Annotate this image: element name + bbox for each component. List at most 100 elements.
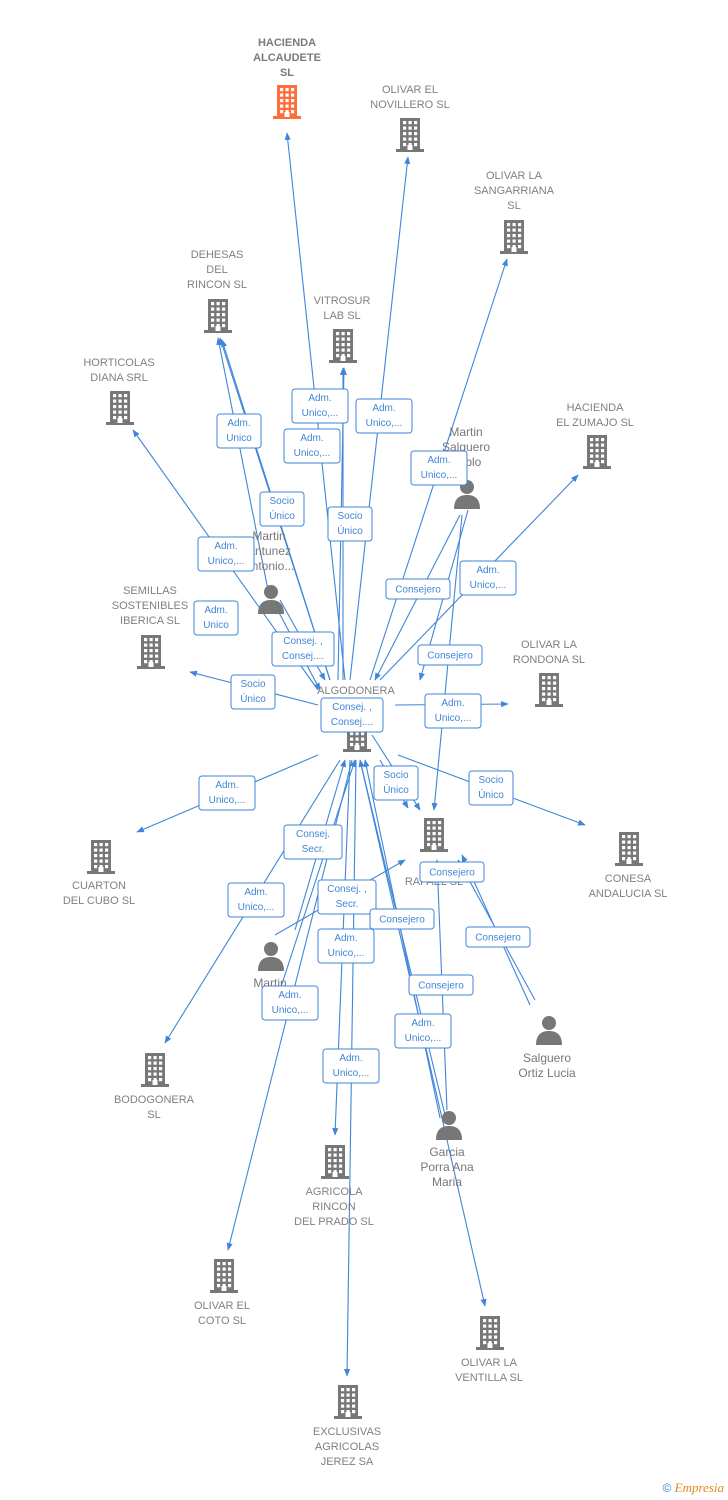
building-icon xyxy=(210,1259,238,1293)
relation-badge[interactable]: Consejero xyxy=(385,578,451,600)
building-icon xyxy=(334,1385,362,1419)
node-label-line: Martin xyxy=(449,425,482,439)
relation-badge[interactable]: Consej. ,Secr. xyxy=(317,879,377,915)
badge-box xyxy=(291,388,349,424)
badge-box xyxy=(283,428,341,464)
building-icon xyxy=(141,1053,169,1087)
building-icon xyxy=(420,818,448,852)
badge-box xyxy=(193,600,239,636)
relation-badge[interactable]: Adm.Unico,... xyxy=(291,388,349,424)
badge-text: Consej.... xyxy=(282,651,324,662)
node-label-line: HACIENDA xyxy=(567,402,625,414)
relation-badge[interactable]: Adm.Unico,... xyxy=(424,693,482,729)
node-label-line: DEL PRADO SL xyxy=(294,1216,374,1228)
node-label-line: VITROSUR xyxy=(314,295,371,307)
badge-box xyxy=(320,697,384,733)
relation-badge[interactable]: Adm.Unico,... xyxy=(459,560,517,596)
node-label-line: Porra Ana xyxy=(420,1160,474,1174)
relation-badge[interactable]: Consejero xyxy=(369,908,435,930)
relation-badge[interactable]: Adm.Unico xyxy=(216,413,262,449)
node-label-line: LAB SL xyxy=(323,310,360,322)
node-label-line: JEREZ SA xyxy=(321,1456,374,1468)
person-icon xyxy=(436,1111,462,1140)
relation-badge[interactable]: Adm.Unico,... xyxy=(355,398,413,434)
node-label-line: DIANA SRL xyxy=(90,372,147,384)
node-label-line: IBERICA SL xyxy=(120,615,180,627)
relation-badge[interactable]: Adm.Unico,... xyxy=(261,985,319,1021)
relation-badge[interactable]: Consejero xyxy=(417,644,483,666)
relation-badge[interactable]: Adm.Unico,... xyxy=(198,775,256,811)
badge-text: Unico,... xyxy=(209,795,246,806)
node-label-line: CONESA xyxy=(605,873,652,885)
relation-badge[interactable]: Consejero xyxy=(465,926,531,948)
node-martin-antunez[interactable]: MartinAntunezAntonio... xyxy=(244,529,295,614)
relation-badge[interactable]: Adm.Unico xyxy=(193,600,239,636)
badge-box xyxy=(327,506,373,542)
building-icon xyxy=(476,1316,504,1350)
badge-text: Socio xyxy=(269,496,294,507)
relation-badge[interactable]: Consej. ,Consej.... xyxy=(320,697,384,733)
badge-box xyxy=(261,985,319,1021)
relation-edge xyxy=(363,759,441,1119)
relation-badge[interactable]: Adm.Unico,... xyxy=(227,882,285,918)
relation-badge[interactable]: Adm.Unico,... xyxy=(394,1013,452,1049)
relation-badge[interactable]: Consejero xyxy=(408,974,474,996)
relation-badge[interactable]: Adm.Unico,... xyxy=(283,428,341,464)
node-hacienda-zumajo[interactable]: HACIENDA EL ZUMAJO SL xyxy=(556,402,634,469)
node-label-line: SL xyxy=(507,200,520,212)
badge-text: Unico,... xyxy=(405,1033,442,1044)
node-label-line: Antunez xyxy=(247,544,291,558)
badge-box xyxy=(373,765,419,801)
footer-credit[interactable]: © Empresia xyxy=(662,1480,724,1496)
badge-text: Socio xyxy=(383,770,408,781)
relation-badge[interactable]: Adm.Unico,... xyxy=(410,450,468,486)
node-label-line: DEL xyxy=(206,264,227,276)
badge-text: Consej. , xyxy=(327,884,366,895)
relation-badge[interactable]: Consejero xyxy=(419,861,485,883)
badge-text: Consej. , xyxy=(332,702,371,713)
badge-box xyxy=(198,775,256,811)
badge-text: Socio xyxy=(478,775,503,786)
relation-badge[interactable]: Adm.Unico,... xyxy=(197,536,255,572)
badge-text: Adm. xyxy=(427,455,450,466)
relation-badge[interactable]: Adm.Unico,... xyxy=(322,1048,380,1084)
relation-badge[interactable]: Adm.Unico,... xyxy=(317,928,375,964)
badge-text: Unico,... xyxy=(470,580,507,591)
node-label-line: DEHESAS xyxy=(191,249,244,261)
relation-badge[interactable]: Consej. ,Consej.... xyxy=(271,631,335,667)
building-icon xyxy=(535,673,563,707)
node-label-line: Garcia xyxy=(429,1145,465,1159)
badge-text: Unico,... xyxy=(328,948,365,959)
relation-badge[interactable]: Consej.Secr. xyxy=(283,824,343,860)
badge-text: Unico,... xyxy=(294,448,331,459)
badge-text: Consej. xyxy=(296,829,330,840)
badge-text: Único xyxy=(478,788,504,801)
node-vitrosur[interactable]: VITROSUR LAB SL xyxy=(314,295,371,363)
badge-box xyxy=(197,536,255,572)
node-label-line: EL ZUMAJO SL xyxy=(556,417,634,429)
badge-text: Adm. xyxy=(372,403,395,414)
